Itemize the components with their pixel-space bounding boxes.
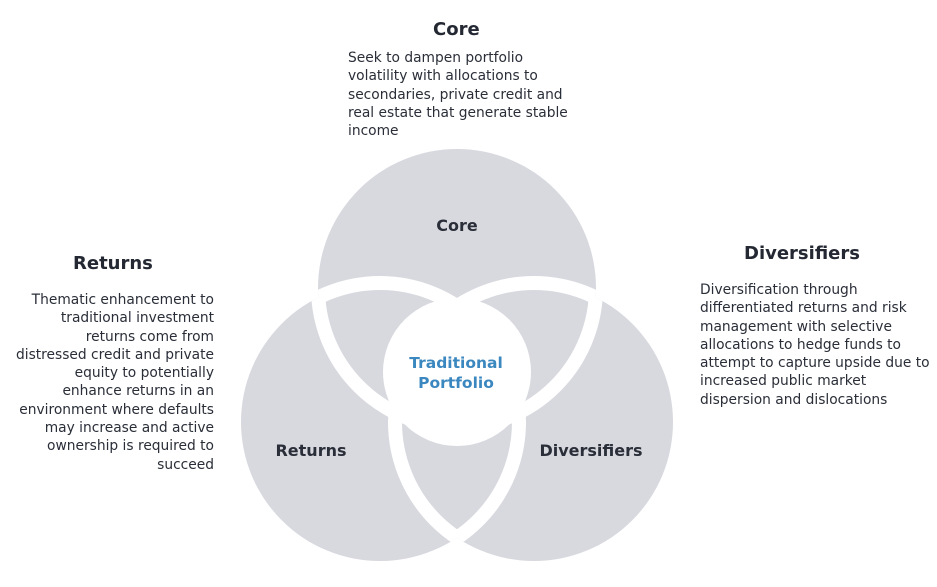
core-description: Seek to dampen portfolio volatility with… <box>348 50 568 140</box>
venn-diversifiers-label: Diversifiers <box>539 441 642 460</box>
diversifiers-title: Diversifiers <box>744 243 860 264</box>
diversifiers-description: Diversification through differentiated r… <box>700 282 930 408</box>
returns-title: Returns <box>73 253 153 274</box>
core-title: Core <box>433 19 480 40</box>
venn-returns-label: Returns <box>275 441 346 460</box>
traditional-portfolio-center <box>383 298 531 446</box>
venn-center-label-line1: Traditional <box>409 354 503 372</box>
venn-core-label: Core <box>436 216 478 235</box>
venn-center-label-line2: Portfolio <box>418 374 494 392</box>
returns-description: Thematic enhancement to traditional inve… <box>15 292 214 473</box>
